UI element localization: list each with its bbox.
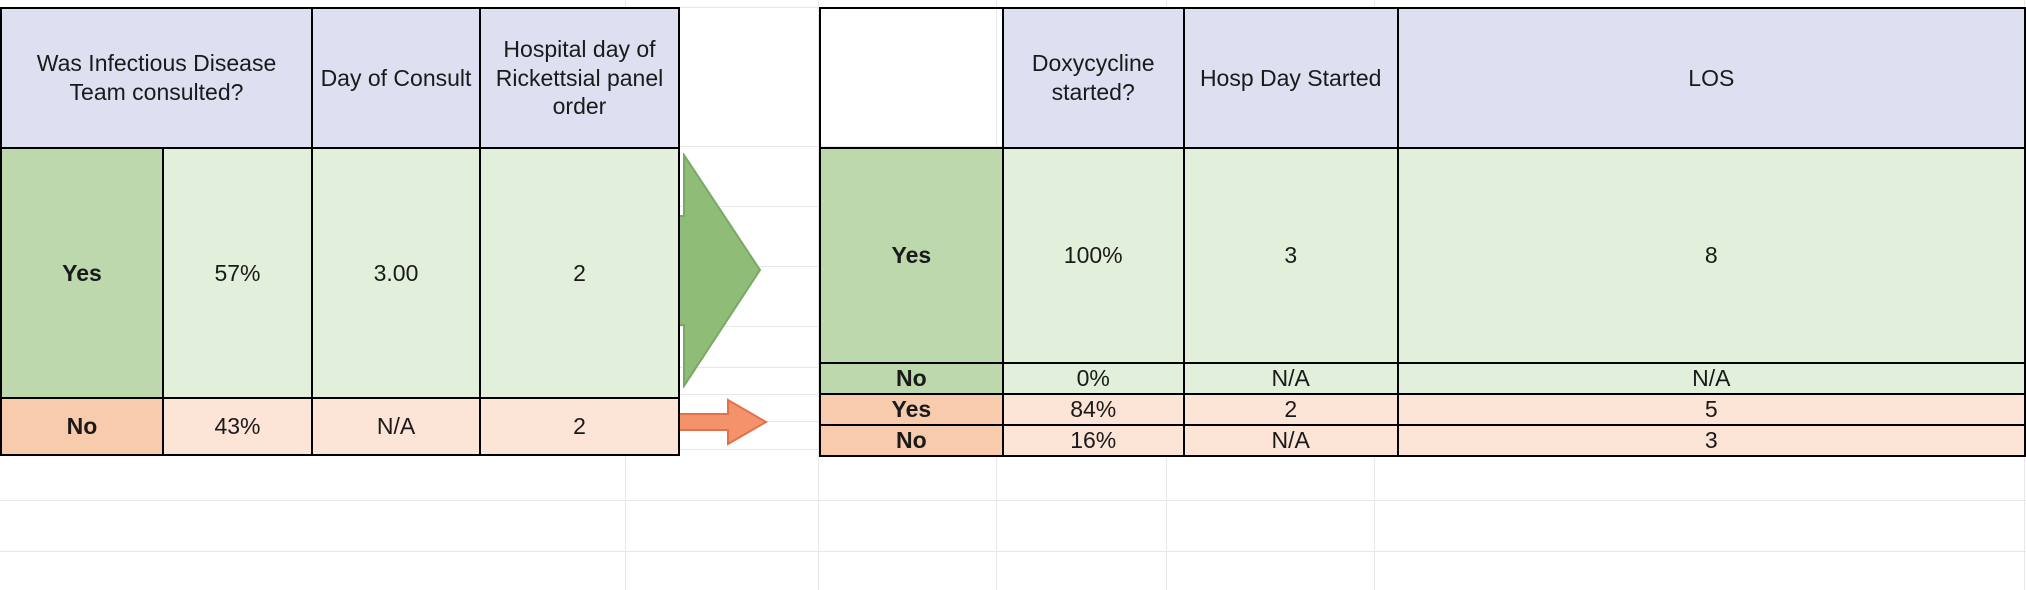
table-row: No 43% N/A 2: [0, 397, 680, 456]
right-row3-los: 5: [1396, 392, 2026, 426]
table-row: Yes 84% 2 5: [819, 392, 2026, 426]
left-row-yes-panel-day: 2: [479, 147, 680, 399]
table-header-row: Was Infectious Disease Team consulted? D…: [0, 7, 680, 149]
right-row2-hosp-day: N/A: [1182, 362, 1399, 395]
right-row4-label: No: [819, 423, 1004, 457]
left-row-no-percent: 43%: [162, 397, 313, 456]
right-row2-los: N/A: [1396, 362, 2026, 395]
right-row2-label: No: [819, 362, 1004, 395]
table-row: No 16% N/A 3: [819, 423, 2026, 457]
left-row-yes-percent: 57%: [162, 147, 313, 399]
right-row2-percent: 0%: [1001, 362, 1185, 395]
left-header-consulted: Was Infectious Disease Team consulted?: [0, 7, 313, 149]
right-summary-table: Doxycycline started? Hosp Day Started LO…: [819, 7, 2026, 457]
left-row-yes-label: Yes: [0, 147, 164, 399]
right-header-los: LOS: [1396, 7, 2026, 149]
right-row1-percent: 100%: [1001, 147, 1185, 364]
right-row1-hosp-day: 3: [1182, 147, 1399, 364]
table-row: Yes 57% 3.00 2: [0, 147, 680, 399]
right-row4-hosp-day: N/A: [1182, 423, 1399, 457]
left-row-no-label: No: [0, 397, 164, 456]
right-table: Doxycycline started? Hosp Day Started LO…: [819, 7, 2026, 457]
left-row-no-panel-day: 2: [479, 397, 680, 456]
left-table: Was Infectious Disease Team consulted? D…: [0, 7, 680, 456]
right-header-spacer: [819, 7, 1004, 149]
left-row-yes-day-of-consult: 3.00: [311, 147, 481, 399]
left-header-rickettsial-panel-day: Hospital day of Rickettsial panel order: [479, 7, 680, 149]
left-row-no-day-of-consult: N/A: [311, 397, 481, 456]
table-row: Yes 100% 3 8: [819, 147, 2026, 364]
right-row3-percent: 84%: [1001, 392, 1185, 426]
left-summary-table: Was Infectious Disease Team consulted? D…: [0, 7, 680, 456]
table-header-row: Doxycycline started? Hosp Day Started LO…: [819, 7, 2026, 149]
right-row3-hosp-day: 2: [1182, 392, 1399, 426]
table-row: No 0% N/A N/A: [819, 362, 2026, 395]
right-row1-label: Yes: [819, 147, 1004, 364]
right-row4-percent: 16%: [1001, 423, 1185, 457]
right-header-doxycycline-started: Doxycycline started?: [1001, 7, 1185, 149]
right-row3-label: Yes: [819, 392, 1004, 426]
right-row4-los: 3: [1396, 423, 2026, 457]
left-header-day-of-consult: Day of Consult: [311, 7, 481, 149]
right-row1-los: 8: [1396, 147, 2026, 364]
right-header-hosp-day-started: Hosp Day Started: [1182, 7, 1399, 149]
